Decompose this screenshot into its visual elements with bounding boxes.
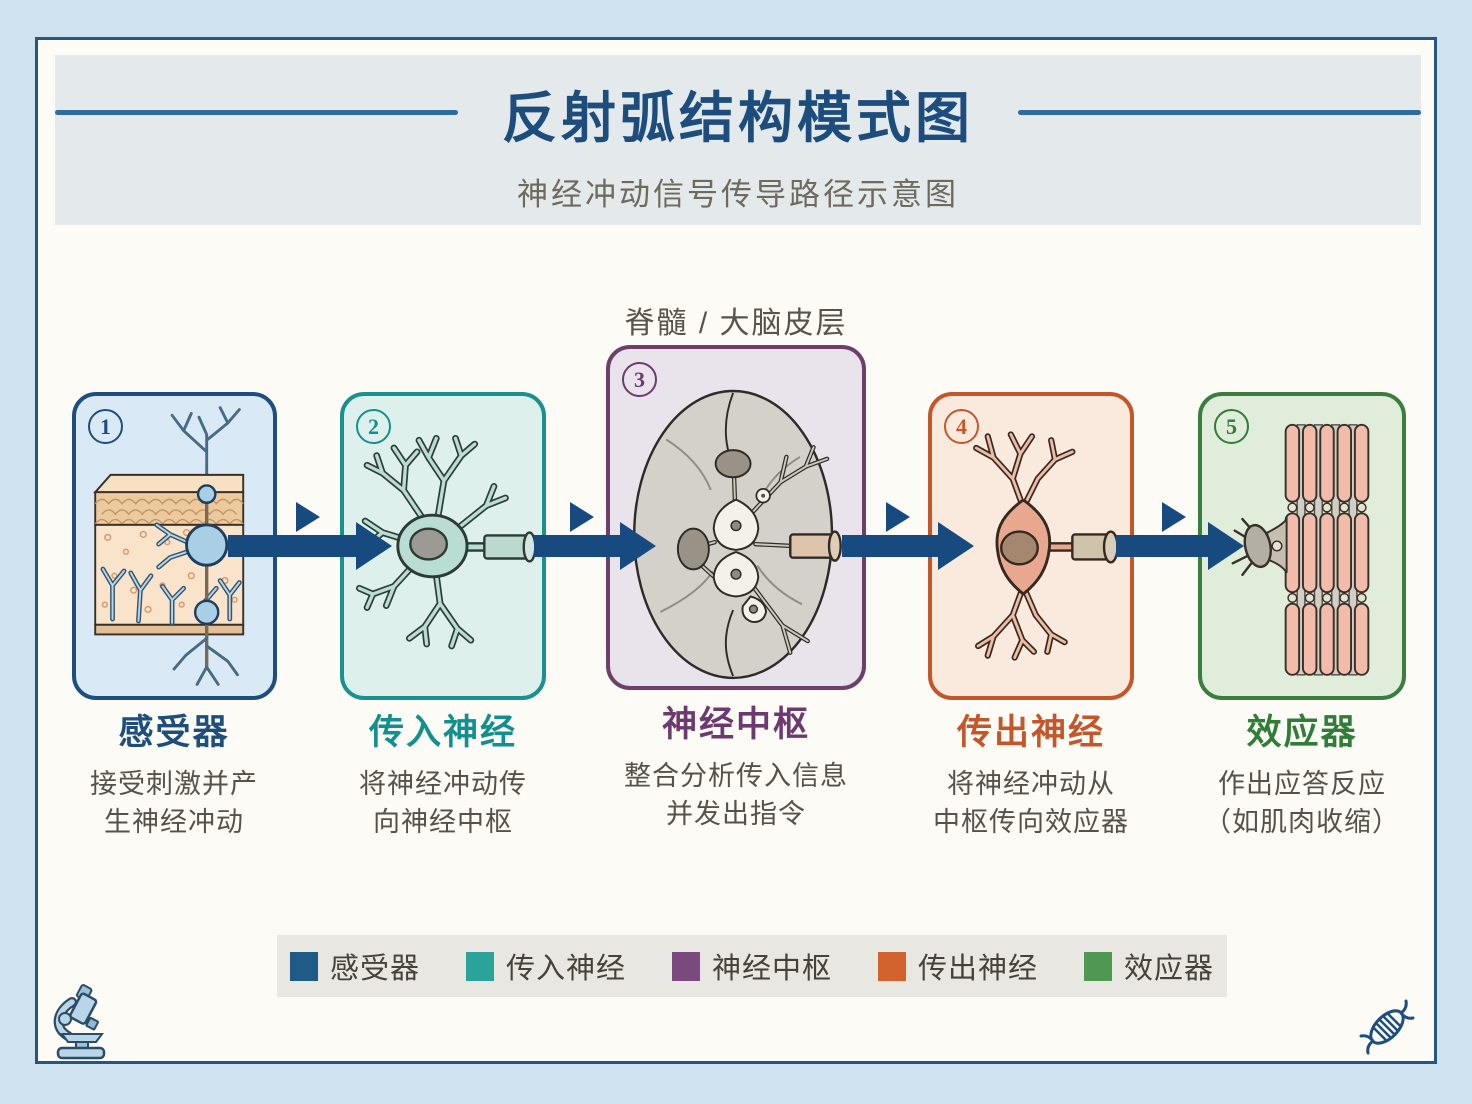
legend-item-efferent-nerve: 传出神经 <box>878 945 1038 987</box>
stage-description: 将神经冲动从中枢传向效应器 <box>933 769 1129 837</box>
page-title: 反射弧结构模式图 <box>502 86 975 149</box>
legend-item-nerve-center: 神经中枢 <box>671 945 832 987</box>
legend-swatch <box>878 951 906 981</box>
title-divider-right <box>1018 110 1422 115</box>
stage-name: 传出神经 <box>956 713 1105 752</box>
caption-receptor: 感受器 接受刺激并产生神经冲动 <box>34 704 314 841</box>
legend-label: 感受器 <box>329 953 420 985</box>
stage-number-badge: 2 <box>356 409 391 444</box>
page-subtitle: 神经冲动信号传导路径示意图 <box>517 176 959 212</box>
stage-number-badge: 5 <box>1214 409 1249 444</box>
legend-swatch <box>289 951 318 981</box>
stage-box-afferent-nerve: 2 <box>340 392 546 700</box>
stage-number-badge: 1 <box>88 409 123 444</box>
caption-nerve-center: 神经中枢 整合分析传入信息并发出指令 <box>596 696 876 833</box>
stage-name: 效应器 <box>1246 713 1358 752</box>
header: 反射弧结构模式图 神经冲动信号传导路径示意图 <box>55 55 1422 225</box>
legend-label: 传入神经 <box>505 953 626 985</box>
legend-label: 传出神经 <box>918 953 1039 985</box>
title-divider-left <box>55 110 458 115</box>
caption-effector: 效应器 作出应答反应（如肌肉收缩） <box>1162 704 1442 841</box>
stage-description: 整合分析传入信息并发出指令 <box>624 761 848 829</box>
dna-icon <box>1359 999 1415 1055</box>
caption-efferent-nerve: 传出神经 将神经冲动从中枢传向效应器 <box>891 704 1171 841</box>
legend-item-effector: 效应器 <box>1084 945 1214 987</box>
stage-box-effector: 5 <box>1198 392 1406 700</box>
cns-location-label: 脊髓 / 大脑皮层 <box>624 307 848 340</box>
caption-afferent-nerve: 传入神经 将神经冲动传向神经中枢 <box>303 704 583 841</box>
title-row: 反射弧结构模式图 <box>55 73 1422 153</box>
legend-label: 神经中枢 <box>711 953 832 985</box>
stage-name: 感受器 <box>118 713 230 752</box>
stage-description: 将神经冲动传向神经中枢 <box>359 769 527 837</box>
stage-box-receptor: 1 <box>72 392 277 700</box>
stage-number-badge: 3 <box>622 362 657 397</box>
stage-box-nerve-center: 3 <box>606 345 866 690</box>
afferent-neuron-illustration <box>356 434 537 650</box>
spinal-cord-illustration <box>633 389 842 680</box>
skin-receptor-illustration <box>93 406 245 686</box>
stage-description: 接受刺激并产生神经冲动 <box>90 769 258 837</box>
muscle-effector-illustration <box>1231 423 1370 676</box>
stage-number-badge: 4 <box>944 409 979 444</box>
legend-bar: 感受器 传入神经 神经中枢 传出神经 效应器 <box>277 935 1227 997</box>
stage-box-efferent-nerve: 4 <box>928 392 1134 700</box>
legend-swatch <box>1084 951 1113 981</box>
legend-swatch <box>671 951 700 981</box>
legend-label: 效应器 <box>1124 953 1215 985</box>
microscope-icon <box>53 984 106 1060</box>
stage-name: 神经中枢 <box>661 705 810 744</box>
legend-swatch <box>465 951 494 981</box>
stage-name: 传入神经 <box>368 713 517 752</box>
stage-description: 作出应答反应（如肌肉收缩） <box>1204 769 1400 837</box>
legend-item-receptor: 感受器 <box>289 945 420 987</box>
efferent-neuron-illustration <box>973 431 1119 661</box>
legend-item-afferent-nerve: 传入神经 <box>465 945 626 987</box>
